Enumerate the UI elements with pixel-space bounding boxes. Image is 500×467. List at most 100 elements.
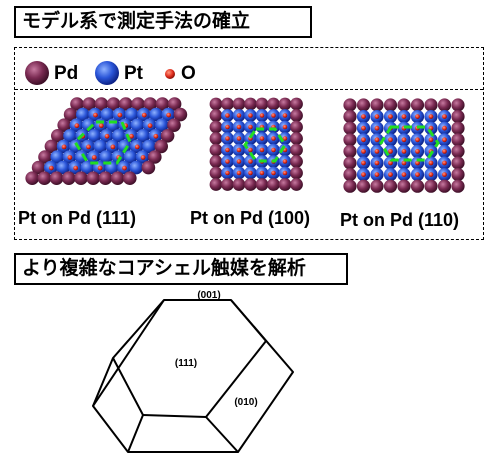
pt-atom — [142, 139, 156, 154]
pd-atom — [290, 143, 303, 157]
o-atom — [388, 160, 393, 166]
o-atom — [248, 113, 253, 118]
o-atom — [129, 133, 134, 139]
pd-atom — [209, 143, 223, 157]
legend-pt-atom-icon — [95, 61, 119, 85]
pd-atom — [356, 179, 371, 193]
o-atom — [271, 136, 276, 141]
edge-bottom — [142, 414, 239, 453]
o-atom — [401, 172, 407, 178]
pt-atom — [100, 107, 114, 122]
nanoparticle-wireframe — [92, 299, 294, 453]
o-atom — [415, 137, 420, 143]
highlight-hexagon-110 — [379, 125, 440, 162]
pd-atom — [278, 178, 292, 191]
pd-atom — [343, 98, 357, 112]
o-atom — [415, 114, 420, 119]
pd-atom — [451, 168, 465, 182]
pd-atom — [119, 97, 133, 111]
o-atom — [97, 165, 103, 171]
pt-atom — [136, 129, 150, 143]
facet-label-111: (111) — [175, 358, 197, 369]
o-atom — [134, 144, 140, 150]
pd-atom — [209, 109, 223, 122]
pd-atom — [106, 97, 121, 111]
o-atom — [98, 123, 104, 129]
o-atom — [428, 114, 434, 119]
o-atom — [415, 160, 420, 166]
pt-atom — [129, 160, 143, 175]
o-atom — [259, 136, 265, 141]
pt-atom — [149, 107, 163, 122]
pt-atom — [155, 118, 169, 132]
pd-atom — [155, 97, 170, 111]
o-atom — [415, 149, 420, 154]
o-atom — [374, 172, 380, 178]
edge-top-right — [230, 299, 267, 342]
o-atom — [259, 113, 265, 118]
o-atom — [236, 170, 242, 176]
pd-atom — [232, 178, 246, 191]
legend-label-o: O — [181, 63, 196, 84]
pd-atom — [51, 129, 65, 143]
pd-atom — [255, 97, 269, 111]
o-atom — [110, 144, 116, 150]
pd-atom — [383, 179, 398, 193]
pd-atom — [154, 139, 168, 154]
o-atom — [271, 147, 276, 153]
o-atom — [48, 165, 54, 171]
highlight-hexagon-100 — [243, 127, 287, 163]
pd-atom — [290, 155, 303, 168]
o-atom — [225, 170, 230, 176]
o-atom — [259, 147, 265, 153]
pd-atom — [38, 150, 52, 164]
o-atom — [388, 137, 393, 143]
pd-atom — [343, 133, 357, 147]
o-atom — [282, 159, 288, 164]
pd-atom — [437, 98, 452, 112]
pt-atom — [87, 129, 102, 143]
pd-atom — [343, 179, 357, 193]
pd-atom — [209, 97, 223, 111]
o-atom — [104, 133, 110, 139]
o-atom — [388, 114, 393, 119]
o-atom — [442, 137, 447, 143]
pd-atom — [290, 166, 303, 180]
o-atom — [428, 137, 434, 143]
pd-atom — [82, 97, 96, 111]
pd-atom — [94, 97, 109, 111]
pd-atom — [57, 118, 71, 132]
o-atom — [147, 123, 153, 129]
o-atom — [282, 170, 288, 176]
o-atom — [401, 160, 407, 166]
pd-atom — [424, 179, 438, 193]
legend-o-atom-icon — [165, 69, 175, 79]
pd-atom — [343, 121, 357, 135]
pd-atom — [209, 178, 223, 191]
o-atom — [374, 149, 380, 154]
pd-atom — [209, 132, 223, 145]
o-atom — [122, 165, 127, 171]
pd-atom — [173, 107, 188, 122]
surface-110-model — [343, 98, 465, 193]
o-atom — [388, 149, 393, 154]
pd-atom — [451, 133, 465, 147]
o-atom — [225, 147, 230, 153]
o-atom — [361, 114, 366, 119]
pt-atom — [93, 139, 107, 154]
pd-atom — [397, 179, 411, 193]
pd-atom — [209, 155, 223, 168]
pd-atom — [25, 171, 39, 185]
o-atom — [271, 170, 276, 176]
o-atom — [442, 160, 447, 166]
o-atom — [282, 113, 288, 118]
o-atom — [401, 114, 407, 119]
o-atom — [442, 114, 447, 119]
o-atom — [74, 123, 80, 129]
o-atom — [166, 112, 172, 118]
pd-atom — [70, 97, 84, 111]
pd-atom — [451, 179, 465, 193]
o-atom — [225, 113, 230, 118]
section-title-model: モデル系で測定手法の確立 — [14, 6, 312, 38]
o-atom — [236, 136, 242, 141]
